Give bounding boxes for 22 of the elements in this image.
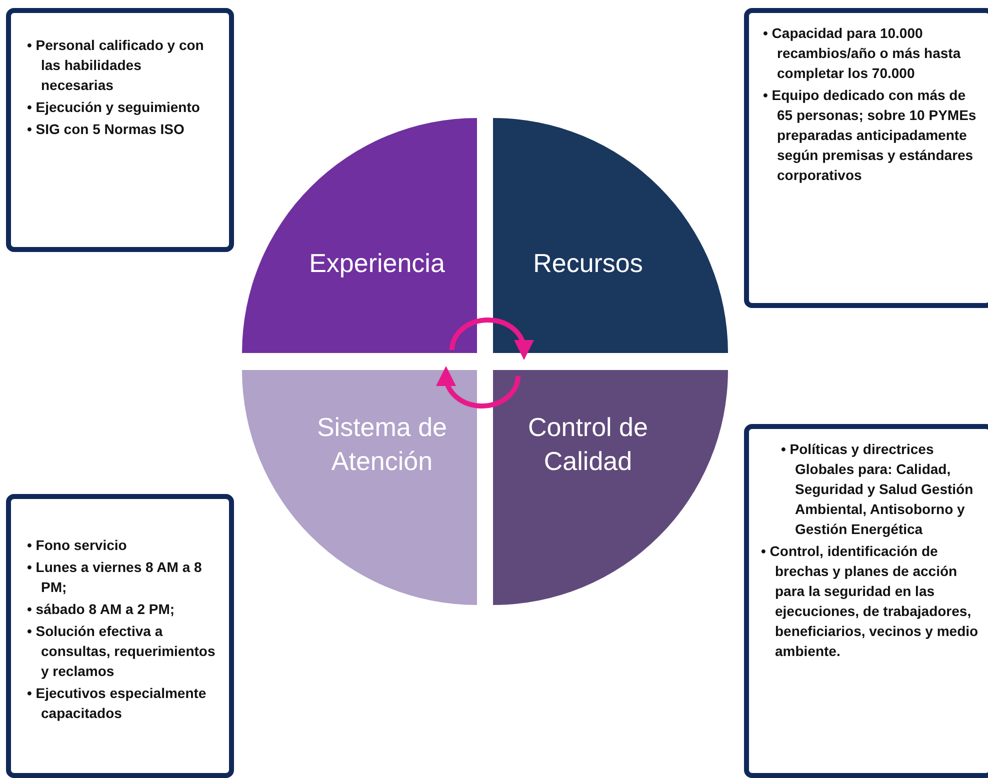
info-card — [6, 8, 234, 252]
bullet-text: • Personal calificado y con las habilidades necesarias — [27, 36, 205, 95]
quadrant-label: Recursos — [532, 247, 644, 280]
quadrant-label: Control de Calidad — [527, 411, 649, 478]
bullet-text: • Ejecución y seguimiento — [27, 98, 201, 117]
bullet-text: • Capacidad para 10.000 recambios/año o más hasta completar los 70.000 — [763, 24, 962, 83]
quadrant-label: Experiencia — [308, 247, 446, 280]
bullet-text: • SIG con 5 Normas ISO — [27, 120, 186, 139]
bullet-text: • Lunes a viernes 8 AM a 8 PM; — [27, 558, 203, 597]
bullet-text: • Ejecutivos especialmente capacitados — [27, 684, 208, 723]
quadrant-label: Sistema de Atención — [316, 411, 448, 478]
bullet-text: • Fono servicio — [27, 536, 128, 555]
cycle-arrow — [436, 366, 520, 408]
bullet-text: • sábado 8 AM a 2 PM; — [27, 600, 176, 619]
bullet-text: • Control, identificación de brechas y planes de acción para la seguridad en las ejecuciones, de trabajadores, beneficiarios, vecinos y medio ambiente. — [761, 542, 980, 661]
cycle-arrow — [450, 318, 534, 360]
info-card — [744, 424, 988, 778]
bullet-text: • Solución efectiva a consultas, requerimientos y reclamos — [27, 622, 216, 681]
info-card — [6, 494, 234, 778]
bullet-text: • Políticas y directrices Globales para: Calidad, Seguridad y Salud Gestión Ambiental, Antisoborno y Gestión Energética — [781, 440, 974, 539]
bullet-text: • Equipo dedicado con más de 65 personas; sobre 10 PYMEs preparadas anticipadamente según premisas y estándares corporativos — [763, 86, 978, 185]
info-card — [744, 8, 988, 308]
